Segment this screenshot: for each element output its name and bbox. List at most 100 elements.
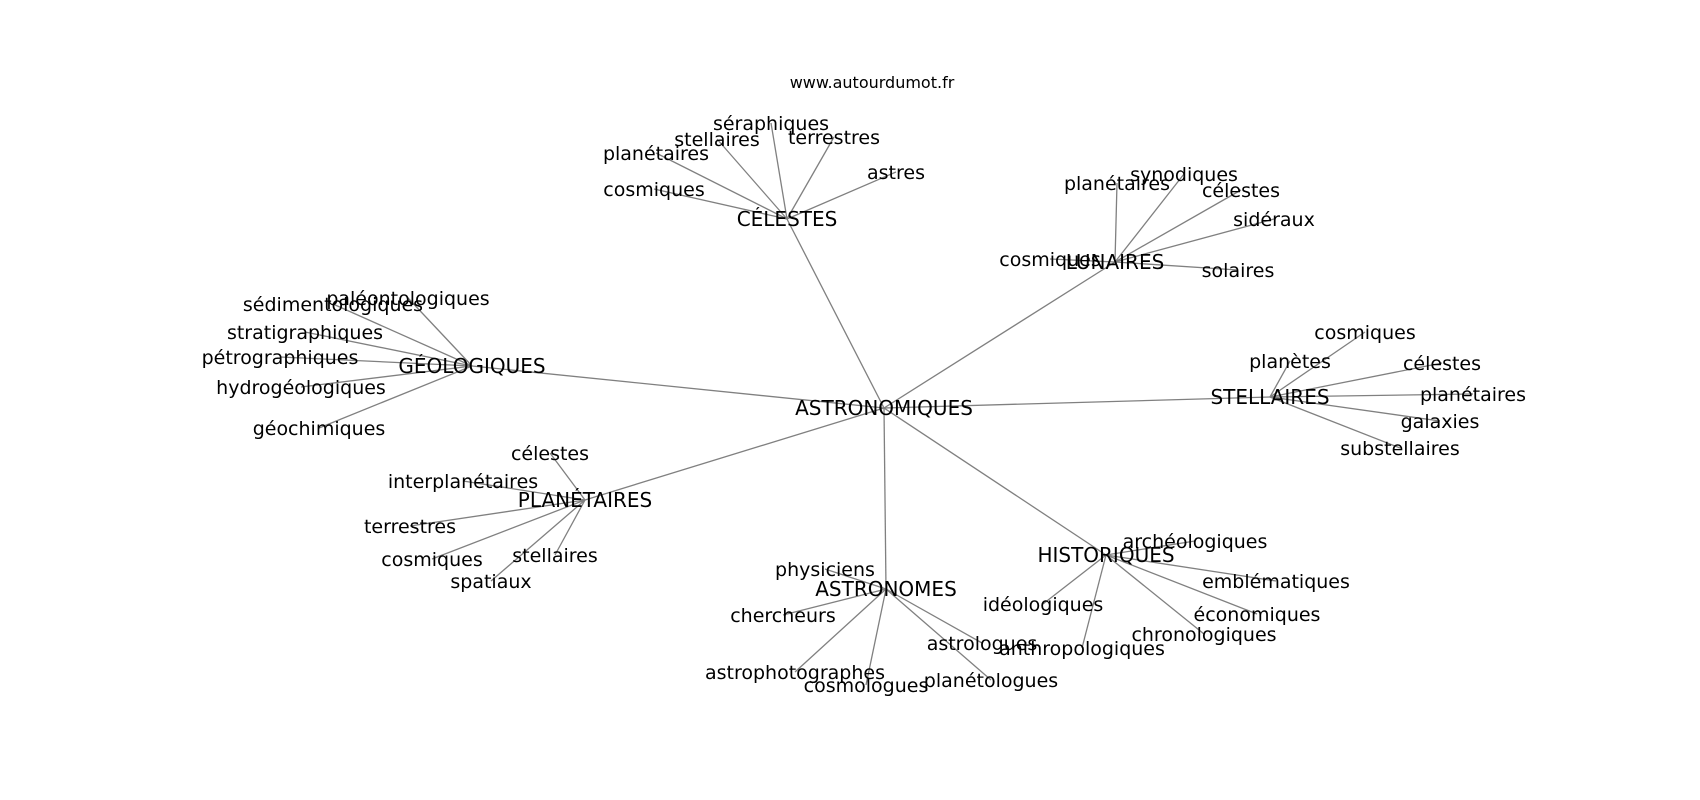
leaf-node-label: galaxies xyxy=(1401,411,1480,433)
edge-hub-leaf xyxy=(1269,396,1441,422)
leaf-node-label: astres xyxy=(867,162,925,184)
edge-hub-leaf xyxy=(407,297,473,367)
edge-hub-leaf xyxy=(786,171,897,220)
edge-hub-leaf xyxy=(300,365,473,388)
edge-root-hub xyxy=(883,407,1107,556)
leaf-node-label: cosmiques xyxy=(603,179,704,201)
leaf-node-label: substellaires xyxy=(1340,438,1460,460)
leaf-node-label: spatiaux xyxy=(450,571,531,593)
edge-hub-leaf xyxy=(1114,173,1185,263)
leaf-node-label: célestes xyxy=(1403,353,1481,375)
edge-hub-leaf xyxy=(824,568,887,590)
hub-node-label: STELLAIRES xyxy=(1210,385,1329,409)
edge-hub-leaf xyxy=(655,152,788,220)
leaf-node-label: économiques xyxy=(1194,604,1321,626)
edge-hub-leaf xyxy=(1269,360,1291,398)
edge-hub-leaf xyxy=(490,499,586,582)
edge-root-hub xyxy=(883,407,887,590)
hub-node-label: ASTRONOMES xyxy=(815,577,957,601)
leaf-node-label: stellaires xyxy=(512,545,598,567)
graph-edges xyxy=(279,122,1474,686)
edge-hub-leaf xyxy=(1049,258,1116,263)
leaf-node-label: synodiques xyxy=(1130,164,1238,186)
leaf-node-label: hydrogéologiques xyxy=(216,377,386,399)
hub-node-label: LUNAIRES xyxy=(1066,250,1165,274)
leaf-node-label: planétaires xyxy=(603,143,709,165)
root-node-label: ASTRONOMIQUES xyxy=(795,396,973,420)
edge-hub-leaf xyxy=(1269,396,1401,449)
leaf-node-label: célestes xyxy=(511,443,589,465)
edge-hub-leaf xyxy=(279,356,473,367)
edge-hub-leaf xyxy=(1269,331,1366,398)
leaf-node-label: archéologiques xyxy=(1123,531,1268,553)
edge-hub-leaf xyxy=(549,452,586,501)
leaf-node-label: solaires xyxy=(1202,260,1275,282)
edge-hub-leaf xyxy=(1105,554,1205,635)
edge-hub-leaf xyxy=(304,331,473,367)
leaf-node-label: terrestres xyxy=(364,516,456,538)
leaf-node-label: chronologiques xyxy=(1131,624,1276,646)
edge-hub-leaf xyxy=(1105,554,1277,582)
leaf-node-label: célestes xyxy=(1202,180,1280,202)
edge-hub-leaf xyxy=(1105,540,1196,556)
leaf-node-label: sédimentologiques xyxy=(243,294,423,316)
edge-hub-leaf xyxy=(1269,393,1474,398)
edge-hub-leaf xyxy=(885,588,983,644)
leaf-node-label: idéologiques xyxy=(983,594,1104,616)
edge-hub-leaf xyxy=(318,365,473,429)
hub-node-label: GÉOLOGIQUES xyxy=(398,354,545,378)
edge-hub-leaf xyxy=(462,480,586,501)
leaf-node-label: astrologues xyxy=(927,633,1038,655)
leaf-node-label: interplanétaires xyxy=(388,471,538,493)
site-watermark: www.autourdumot.fr xyxy=(790,73,955,92)
edge-hub-leaf xyxy=(1042,554,1107,605)
edge-hub-leaf xyxy=(653,188,788,220)
leaf-node-label: cosmologues xyxy=(804,675,929,697)
edge-hub-leaf xyxy=(885,588,992,681)
edge-hub-leaf xyxy=(1114,189,1242,263)
leaf-node-label: cosmiques xyxy=(999,249,1100,271)
leaf-node-label: planétologues xyxy=(924,670,1058,692)
leaf-node-label: anthropologiques xyxy=(999,638,1165,660)
leaf-node-label: paléontologiques xyxy=(326,288,489,310)
edge-hub-leaf xyxy=(1114,261,1239,271)
edge-hub-leaf xyxy=(332,303,473,367)
hub-node-label: PLANÉTAIRES xyxy=(518,488,652,512)
leaf-node-label: planétaires xyxy=(1420,384,1526,406)
graph-labels: www.autourdumot.fr ASTRONOMIQUES CÉLESTES… xyxy=(202,73,1526,697)
edge-hub-leaf xyxy=(782,588,887,616)
leaf-node-label: stellaires xyxy=(674,129,760,151)
leaf-node-label: pétrographiques xyxy=(202,347,359,369)
edge-root-hub xyxy=(584,407,885,501)
leaf-node-label: planètes xyxy=(1249,351,1331,373)
edge-root-hub xyxy=(883,261,1116,409)
leaf-node-label: terrestres xyxy=(788,127,880,149)
edge-hub-leaf xyxy=(770,122,788,220)
edge-hub-leaf xyxy=(409,499,586,527)
hub-node-label: CÉLESTES xyxy=(737,207,838,231)
leaf-node-label: chercheurs xyxy=(730,605,836,627)
edge-hub-leaf xyxy=(1105,554,1258,615)
edge-hub-leaf xyxy=(1114,182,1118,263)
leaf-node-label: stratigraphiques xyxy=(227,322,383,344)
leaf-node-label: séraphiques xyxy=(713,113,829,135)
edge-hub-leaf xyxy=(1269,362,1443,398)
leaf-node-label: cosmiques xyxy=(1314,322,1415,344)
leaf-node-label: sidéraux xyxy=(1233,209,1315,231)
edge-hub-leaf xyxy=(786,136,835,220)
hub-node-label: HISTORIQUES xyxy=(1037,543,1174,567)
leaf-node-label: géochimiques xyxy=(253,418,386,440)
leaf-node-label: emblématiques xyxy=(1202,571,1350,593)
edge-hub-leaf xyxy=(431,499,586,560)
edge-hub-leaf xyxy=(554,499,586,556)
leaf-node-label: physiciens xyxy=(775,559,875,581)
edge-hub-leaf xyxy=(865,588,887,686)
leaf-node-label: planétaires xyxy=(1064,173,1170,195)
edge-root-hub xyxy=(471,365,885,409)
edge-hub-leaf xyxy=(1081,554,1107,649)
edge-hub-leaf xyxy=(794,588,887,673)
edge-root-hub xyxy=(883,396,1271,409)
leaf-node-label: cosmiques xyxy=(381,549,482,571)
leaf-node-label: astrophotographes xyxy=(705,662,885,684)
